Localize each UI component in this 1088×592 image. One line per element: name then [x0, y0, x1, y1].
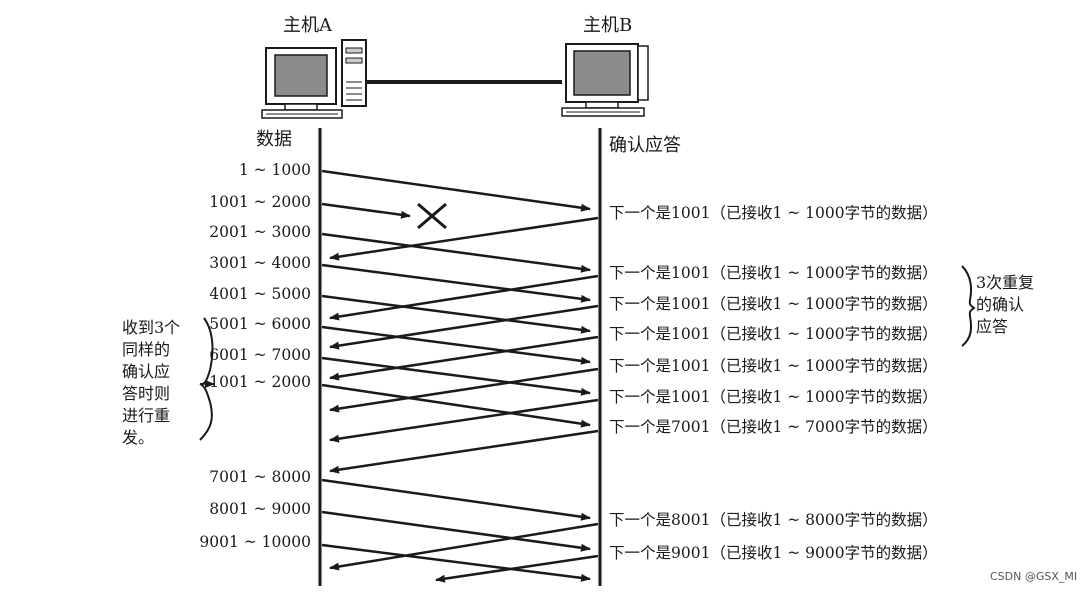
segment-label: 9001 ~ 10000 [199, 533, 311, 551]
segment-label: 8001 ~ 9000 [209, 500, 311, 518]
ack-arrow [329, 367, 599, 413]
data-arrow [321, 478, 591, 521]
left-note: 收到3个 同样的 确认应 答时则 进行重 发。 [122, 317, 180, 449]
ack-arrow [329, 274, 599, 321]
right-note-line: 3次重复 [976, 273, 1035, 292]
ack-label: 下一个是1001（已接收1 ~ 1000字节的数据） [609, 204, 938, 222]
ack-arrow [329, 398, 599, 443]
ack-label: 下一个是8001（已接收1 ~ 8000字节的数据） [609, 511, 938, 529]
data-arrow [321, 510, 591, 552]
data-arrow [321, 294, 591, 334]
right-note-line: 的确认 [976, 295, 1025, 314]
left-note-line: 同样的 [122, 340, 171, 359]
watermark: CSDN @GSX_MI [990, 570, 1078, 583]
left-note-line: 答时则 [122, 384, 171, 403]
ack-label: 下一个是1001（已接收1 ~ 1000字节的数据） [609, 325, 938, 343]
ack-arrow [329, 335, 599, 381]
segment-label: 1 ~ 1000 [238, 161, 311, 179]
retransmit-arrow [321, 383, 591, 428]
left-note-line: 确认应 [122, 362, 171, 381]
lost-packet-x-icon [417, 202, 447, 230]
ack-label: 下一个是9001（已接收1 ~ 9000字节的数据） [609, 544, 938, 562]
ack-arrow [329, 216, 599, 261]
data-arrow [321, 169, 591, 212]
right-note: 3次重复 的确认 应答 [976, 272, 1034, 338]
lost-data-arrow [321, 202, 411, 219]
message-arrows [321, 169, 599, 583]
segment-label: 6001 ~ 7000 [209, 346, 311, 364]
data-column-title: 数据 [256, 129, 292, 150]
ack-column-title: 确认应答 [609, 135, 681, 156]
host-a-label: 主机A [283, 15, 332, 36]
left-note-line: 收到3个 [122, 318, 181, 337]
segment-label: 1001 ~ 2000 [209, 193, 311, 211]
ack-arrow [329, 304, 599, 350]
host-a-tower-icon [341, 39, 367, 107]
segment-label: 5001 ~ 6000 [209, 315, 311, 333]
host-a-computer-icon [261, 47, 343, 119]
segment-label: 7001 ~ 8000 [209, 468, 311, 486]
data-arrow [321, 263, 591, 303]
ack-arrow [329, 429, 599, 474]
ack-label: 下一个是1001（已接收1 ~ 1000字节的数据） [609, 388, 938, 406]
right-note-line: 应答 [976, 317, 1009, 336]
retransmitted-segment-label: 1001 ~ 2000 [209, 373, 311, 391]
segment-label: 3001 ~ 4000 [209, 254, 311, 272]
ack-label: 下一个是1001（已接收1 ~ 1000字节的数据） [609, 357, 938, 375]
host-b-computer-icon [561, 43, 649, 117]
ack-label: 下一个是1001（已接收1 ~ 1000字节的数据） [609, 295, 938, 313]
segment-label: 2001 ~ 3000 [209, 223, 311, 241]
ack-label: 下一个是7001（已接收1 ~ 7000字节的数据） [609, 418, 938, 436]
data-arrow [321, 325, 591, 365]
data-arrow [321, 543, 591, 582]
ack-arrow [329, 522, 599, 571]
data-arrow [321, 356, 591, 396]
ack-label: 下一个是1001（已接收1 ~ 1000字节的数据） [609, 264, 938, 282]
left-note-line: 进行重 [122, 406, 171, 425]
ack-arrow [435, 554, 599, 583]
host-b-label: 主机B [583, 15, 633, 36]
right-brace [961, 265, 976, 347]
segment-label: 4001 ~ 5000 [209, 285, 311, 303]
left-note-line: 发。 [122, 428, 155, 447]
data-arrow [321, 232, 591, 273]
